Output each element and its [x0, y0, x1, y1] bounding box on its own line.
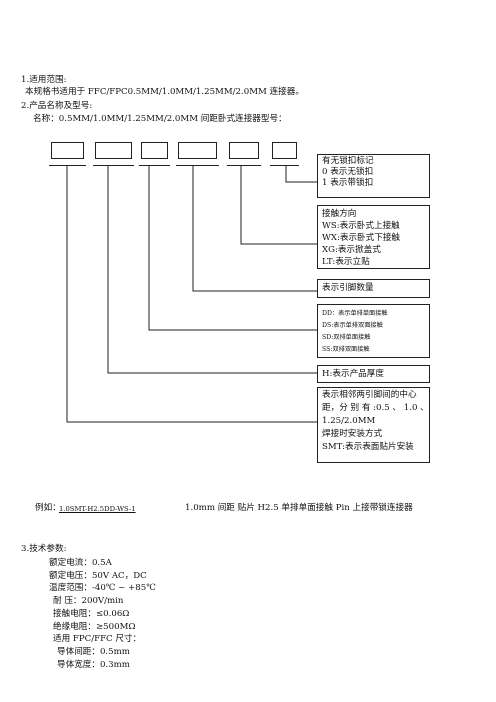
- param-conductor-pitch: 导体间距：0.5mm: [57, 646, 130, 657]
- param-temperature: 温度范围：-40℃ ~ +85℃: [49, 583, 156, 594]
- legend-pins: 表示引脚数量: [317, 279, 430, 298]
- legend-lock: 有无锁扣标记 0 表示无锁扣 1 表示带锁扣: [317, 154, 430, 198]
- section2-name-line: 名称：0.5MM/1.0MM/1.25MM/2.0MM 间距卧式连接器型号：: [33, 114, 287, 124]
- legend-pitch: 表示相邻两引脚间的中心 距，分 别 有 :0.5 、 1.0 、 1.25/2.…: [317, 387, 430, 463]
- param-contact-resistance: 接触电阻：≤0.06Ω: [53, 608, 130, 619]
- legend-direction: 接触方向 WS:表示卧式上接触 WX:表示卧式下接触 XG:表示掀盖式 LT:表…: [317, 205, 430, 269]
- code-box-direction: [229, 142, 259, 159]
- code-box-pins: [178, 142, 217, 159]
- code-box-lock: [272, 142, 297, 159]
- code-box-rows: [141, 142, 168, 159]
- param-current: 额定电流：0.5A: [49, 558, 112, 568]
- param-insulation-resistance: 绝缘电阻：≥500MΩ: [53, 621, 136, 632]
- param-fpc-size: 适用 FPC/FFC 尺寸：: [53, 634, 142, 645]
- section1-body: 本规格书适用于 FFC/FPC0.5MM/1.0MM/1.25MM/2.0MM …: [25, 87, 304, 97]
- param-conductor-width: 导体宽度：0.3mm: [57, 659, 130, 670]
- section3-title: 3.技术参数:: [21, 544, 67, 554]
- example-label: 例如：: [35, 503, 61, 513]
- section2-title: 2.产品名称及型号:: [21, 101, 93, 111]
- example-code: 1.0SMT-H2.5DD-WS-1: [59, 505, 136, 513]
- legend-rows: DD：表示单排单面接触 DS:表示单排双面接触 SD:双排单面接触 SS:双排双…: [317, 304, 430, 358]
- section1-title: 1.适用范围:: [21, 75, 67, 85]
- param-voltage: 额定电压：50V AC，DC: [49, 570, 147, 581]
- example-description: 1.0mm 间距 贴片 H2.5 单排单面接触 Pin 上接带锁连接器: [185, 503, 413, 513]
- code-box-pitch: [51, 142, 84, 159]
- params-list: 额定电流：0.5A 额定电压：50V AC，DC 温度范围：-40℃ ~ +85…: [49, 557, 156, 671]
- code-box-height: [95, 142, 132, 159]
- param-withstand: 耐 压：200V/min: [53, 596, 124, 607]
- legend-height: H:表示产品厚度: [317, 365, 430, 383]
